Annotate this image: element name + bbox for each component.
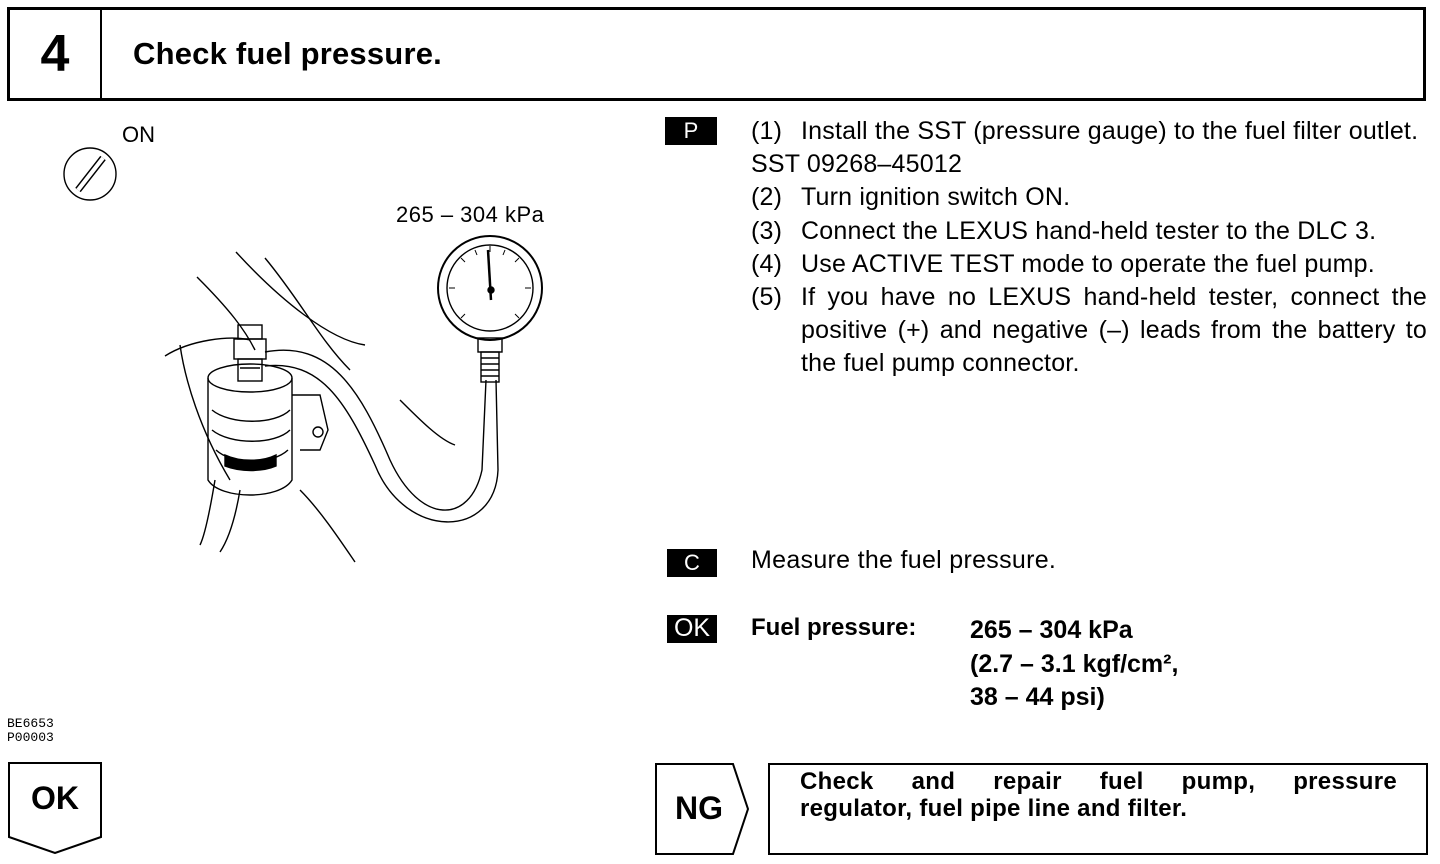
step-number: 4 [10,10,102,98]
step-text: Use ACTIVE TEST mode to operate the fuel… [801,249,1375,278]
ng-result-label: NG [675,790,723,826]
step-header: 4 Check fuel pressure. [7,7,1426,101]
step-title: Check fuel pressure. [133,36,442,71]
procedure-step: (3) Connect the LEXUS hand-held tester t… [751,215,1427,248]
ignition-on-label: ON [122,122,155,147]
ng-action-line: Check and repair fuel pump, pressure [800,768,1397,795]
procedure-steps: (1) Install the SST (pressure gauge) to … [751,115,1427,381]
spec-label: Fuel pressure: [751,614,917,641]
ok-result-label: OK [31,780,79,816]
ng-action-line: regulator, fuel pipe line and filter. [800,795,1188,822]
figure-code: P00003 [7,730,54,745]
ignition-switch-icon [63,147,117,201]
gauge-pressure-label: 265 – 304 kPa [396,202,545,227]
pressure-gauge-icon [437,235,543,341]
procedure-step: (5) If you have no LEXUS hand-held teste… [751,281,1427,381]
procedure-step: (4) Use ACTIVE TEST mode to operate the … [751,248,1427,281]
ng-action-text: Check and repair fuel pump, pressure reg… [800,768,1397,822]
spec-value-psi: 38 – 44 psi) [970,683,1105,711]
step-index: (5) [751,283,783,312]
step-index: (4) [751,249,783,278]
fuel-pressure-illustration [63,147,543,563]
figure-code: BE6653 [7,716,54,731]
prepare-badge: P [665,117,717,145]
check-badge: C [667,549,717,577]
procedure-step: (2) Turn ignition switch ON. [751,181,1427,214]
step-index: (3) [751,216,783,245]
ok-result-box [8,762,102,854]
step-index: (2) [751,183,783,212]
ng-result-box [655,763,750,855]
spec-value-kpa: 265 – 304 kPa [970,616,1133,644]
step-text: Connect the LEXUS hand-held tester to th… [801,216,1377,245]
step-text: If you have no LEXUS hand-held tester, c… [801,283,1427,378]
procedure-step: (1) Install the SST (pressure gauge) to … [751,115,1427,148]
spec-values: 265 – 304 kPa (2.7 – 3.1 kgf/cm², 38 – 4… [970,614,1178,715]
ok-badge: OK [667,615,717,643]
step-text: Install the SST (pressure gauge) to the … [801,117,1419,145]
step-text: Turn ignition switch ON. [801,183,1071,212]
sst-number: SST 09268–45012 [751,150,963,179]
step-index: (1) [751,117,783,145]
ng-action-box [768,763,1428,855]
check-instruction: Measure the fuel pressure. [751,546,1057,574]
spec-value-kgf: (2.7 – 3.1 kgf/cm², [970,649,1179,678]
